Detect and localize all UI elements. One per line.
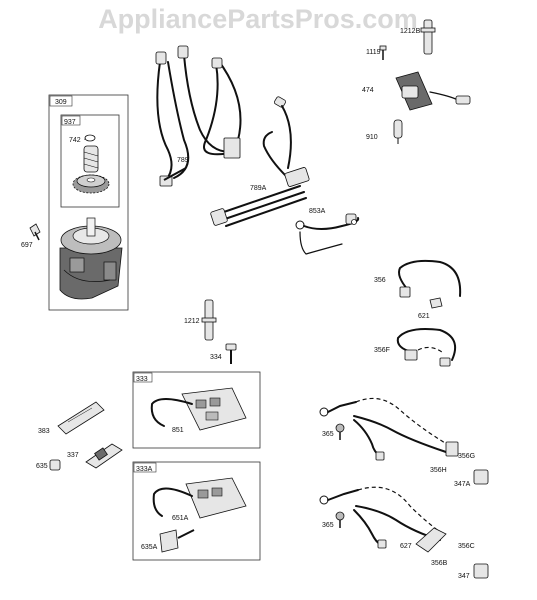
module-group-333: 333 (132, 371, 261, 449)
label-356c: 356C (458, 543, 475, 550)
label-347: 347 (458, 573, 470, 580)
stud-1212b (420, 19, 436, 55)
label-365-bottom: 365 (322, 522, 334, 529)
wire-harness-789 (155, 45, 242, 187)
label-356h: 356H (430, 467, 447, 474)
label-334: 334 (210, 354, 222, 361)
module-333a-label: 333A (136, 466, 153, 473)
label-789a: 789A (250, 185, 267, 192)
label-1212b: 1212B (400, 28, 421, 35)
starter-group-box (48, 94, 129, 311)
screw-1119 (379, 45, 387, 60)
label-635a: 635A (141, 544, 158, 551)
leader-742 (83, 137, 87, 141)
wire-356f (396, 328, 456, 367)
label-1119: 1119 (366, 49, 381, 56)
starter-group-label: 309 (55, 99, 67, 106)
spark-plug-337 (85, 443, 123, 469)
label-697: 697 (21, 242, 33, 249)
label-627: 627 (400, 543, 412, 550)
label-635: 635 (36, 463, 48, 470)
label-356: 356 (374, 277, 386, 284)
label-853a: 853A (309, 208, 326, 215)
label-651a: 651A (172, 515, 189, 522)
label-1212: 1212 (184, 318, 200, 325)
label-474: 474 (362, 87, 374, 94)
module-333a-tag (133, 462, 157, 473)
label-365-top: 365 (322, 431, 334, 438)
bolt-334 (225, 343, 237, 364)
wire-harness-789a (210, 96, 310, 227)
label-789: 789 (177, 157, 189, 164)
label-851: 851 (172, 427, 184, 434)
label-742: 742 (69, 137, 81, 144)
module-333-tag (133, 372, 153, 383)
clip-621 (429, 297, 443, 309)
label-621: 621 (418, 313, 430, 320)
harness-356g-356h (319, 397, 489, 485)
label-356f: 356F (374, 347, 390, 354)
module-333a-box (132, 461, 261, 561)
starter-motor (59, 217, 123, 300)
starter-group-tag (49, 95, 73, 107)
drive-kit-box (60, 114, 120, 208)
label-337: 337 (67, 452, 79, 459)
harness-627-356c-356b (319, 486, 489, 579)
part-383 (57, 401, 105, 435)
ignition-module-474 (395, 71, 471, 111)
ground-wire-853a (295, 213, 360, 255)
drive-pinion-gear (72, 134, 110, 194)
starter-group: 309 937 742 (48, 94, 129, 311)
stud-1212 (201, 299, 217, 341)
wire-356 (398, 259, 462, 298)
drive-kit-tag (61, 115, 81, 126)
module-333-label: 333 (136, 376, 148, 383)
plug-910 (393, 119, 403, 144)
label-347a: 347A (454, 481, 471, 488)
module-333-box (132, 371, 261, 449)
watermark: AppliancePartsPros.com (98, 4, 418, 34)
part-635 (49, 459, 61, 471)
label-356g: 356G (458, 453, 475, 460)
label-910: 910 (366, 134, 378, 141)
module-group-333a: 333A (132, 461, 261, 561)
label-383: 383 (38, 428, 50, 435)
drive-kit-label: 937 (64, 119, 76, 126)
bolt-697 (29, 223, 41, 241)
label-356b: 356B (431, 560, 448, 567)
